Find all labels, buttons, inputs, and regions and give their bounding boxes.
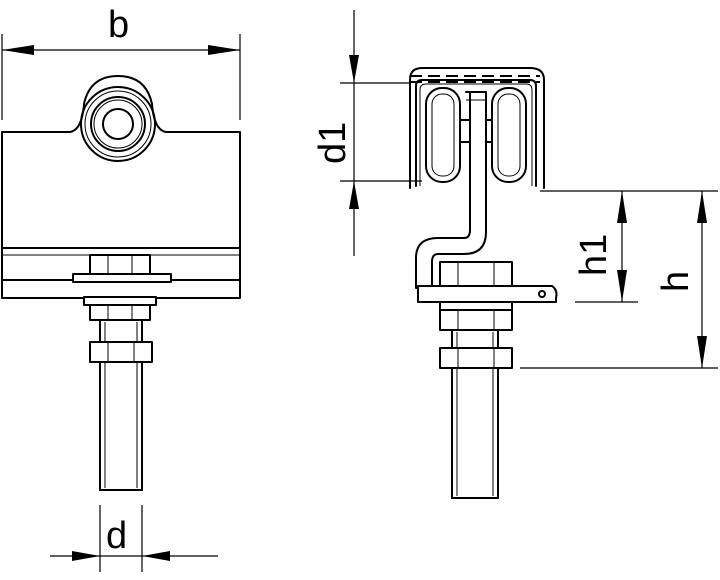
side-view	[409, 67, 558, 499]
side-washer	[439, 301, 513, 311]
front-lock-nut	[89, 341, 153, 363]
arrow-right	[142, 551, 170, 561]
side-hex-nut-bottom	[439, 309, 513, 331]
side-rail-housing	[415, 79, 537, 187]
arrow-down	[697, 336, 707, 368]
label-b: b	[108, 4, 129, 46]
front-washer-bottom	[83, 296, 157, 306]
arrow-left	[72, 551, 100, 561]
side-mounting-plate	[417, 285, 558, 303]
arrow-down	[617, 270, 627, 302]
label-h1: h1	[573, 234, 615, 276]
dimension-d: d	[50, 505, 218, 572]
front-roller	[80, 86, 156, 162]
side-lock-nut	[439, 347, 513, 369]
dimension-d1: d1	[312, 10, 422, 256]
side-wheel-left	[425, 87, 461, 183]
dimension-h1: h1	[540, 190, 718, 303]
front-washer-top	[72, 273, 172, 283]
side-hex-nut-top	[439, 261, 513, 287]
arrow-up	[697, 191, 707, 223]
dimension-b: b	[1, 4, 241, 120]
side-wheel-right	[491, 87, 527, 183]
dimension-h: h	[520, 191, 718, 369]
label-d: d	[106, 515, 127, 557]
front-view	[1, 75, 241, 491]
front-hex-nut-bottom	[89, 304, 151, 321]
front-trolley-body	[1, 75, 241, 249]
side-rail-profile	[409, 67, 545, 189]
front-hex-nut-top	[89, 254, 151, 278]
label-h: h	[655, 271, 697, 292]
arrow-right	[208, 45, 240, 55]
arrow-down	[349, 55, 359, 83]
label-d1: d1	[312, 122, 354, 164]
arrow-left	[2, 45, 34, 55]
arrow-up	[617, 191, 627, 223]
arrow-up	[349, 181, 359, 209]
